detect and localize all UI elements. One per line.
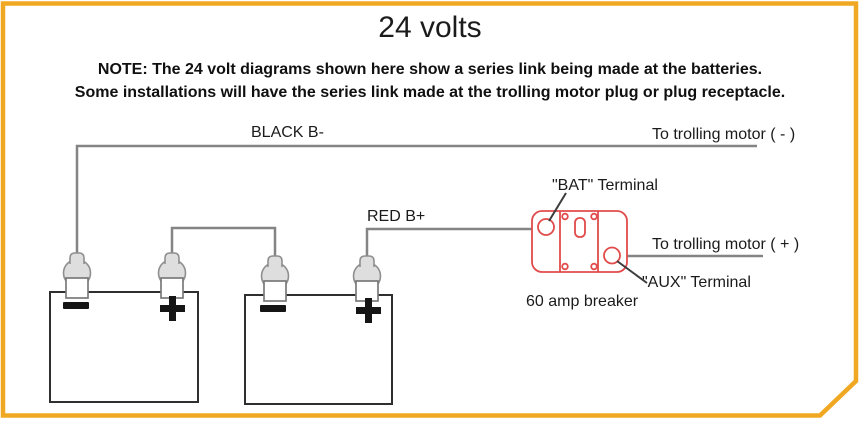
black-wire-label: BLACK B- bbox=[251, 124, 324, 141]
battery-1-plus-symbol bbox=[160, 296, 185, 321]
black-negative-wire bbox=[75, 144, 757, 255]
note-line-2: Some installations will have the series … bbox=[74, 84, 786, 101]
red-wire-label: RED B+ bbox=[367, 208, 426, 225]
battery-1-minus-symbol bbox=[63, 302, 89, 309]
aux-terminal-circle bbox=[603, 246, 621, 265]
aux-terminal-leader-line bbox=[616, 260, 648, 284]
bat-terminal-label: "BAT" Terminal bbox=[552, 177, 658, 194]
battery-1-positive-terminal bbox=[157, 252, 187, 299]
aux-terminal-label: "AUX" Terminal bbox=[642, 274, 751, 291]
battery-terminals-group bbox=[62, 252, 382, 302]
page-title: 24 volts bbox=[378, 11, 482, 44]
breaker-reset-slot bbox=[574, 217, 586, 238]
breaker-screw-bottom-right bbox=[590, 262, 598, 271]
battery-2-positive-terminal bbox=[352, 255, 382, 302]
note-line-1: NOTE: The 24 volt diagrams shown here sh… bbox=[97, 61, 763, 78]
leader-lines-group bbox=[548, 192, 648, 284]
circuit-breaker bbox=[531, 210, 628, 273]
wires-group bbox=[75, 144, 763, 258]
red-positive-wire bbox=[365, 227, 538, 258]
bat-terminal-circle bbox=[537, 218, 555, 236]
battery-1-negative-terminal bbox=[62, 252, 92, 299]
battery-2-plus-symbol bbox=[356, 298, 381, 323]
breaker-screw-top-right bbox=[590, 212, 598, 221]
battery-2-negative-terminal bbox=[260, 255, 290, 302]
breaker-label: 60 amp breaker bbox=[526, 293, 639, 310]
breaker-screw-top-left bbox=[561, 212, 569, 221]
bat-terminal-leader-line bbox=[548, 192, 567, 222]
battery-2-minus-symbol bbox=[260, 305, 286, 312]
to-trolling-motor-neg-label: To trolling motor ( - ) bbox=[652, 126, 796, 143]
to-trolling-motor-pos-label: To trolling motor ( + ) bbox=[652, 236, 800, 253]
series-link-wire bbox=[170, 226, 277, 258]
breaker-screw-bottom-left bbox=[561, 262, 569, 271]
note-text: NOTE: The 24 volt diagrams shown here sh… bbox=[0, 58, 860, 104]
